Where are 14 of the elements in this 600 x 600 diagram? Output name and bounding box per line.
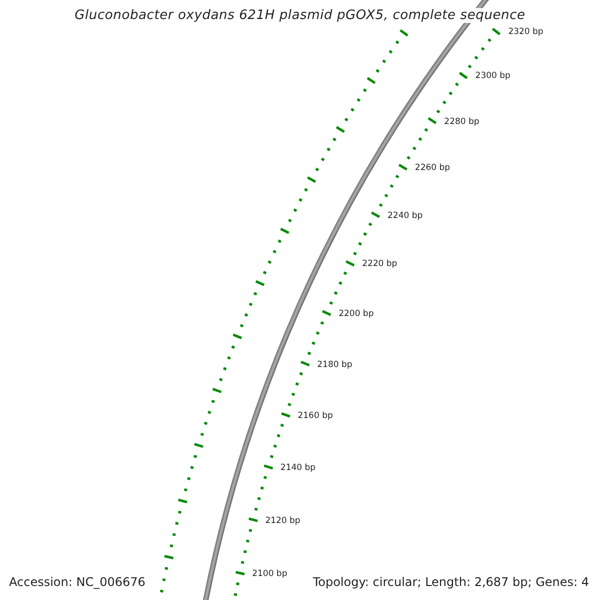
tick-label: 2100 bp [252,569,288,580]
tick-label: 2180 bp [317,360,352,370]
tick-label: 2140 bp [280,463,316,474]
tick-label: 2260 bp [414,163,450,174]
footer-note: Accession: NC_006676 [9,575,146,589]
tick-label: 2300 bp [475,71,510,82]
tick-label: 2220 bp [362,259,398,270]
tick-label: 2160 bp [298,410,333,421]
tick-label: 2240 bp [388,210,423,221]
tick-label: 2320 bp [508,27,544,38]
tick-label: 2200 bp [338,309,374,319]
tick-label: 2280 bp [444,116,480,127]
footer-note: Topology: circular; Length: 2,687 bp; Genes: 4 [312,575,589,589]
tick-label: 2120 bp [265,516,300,526]
